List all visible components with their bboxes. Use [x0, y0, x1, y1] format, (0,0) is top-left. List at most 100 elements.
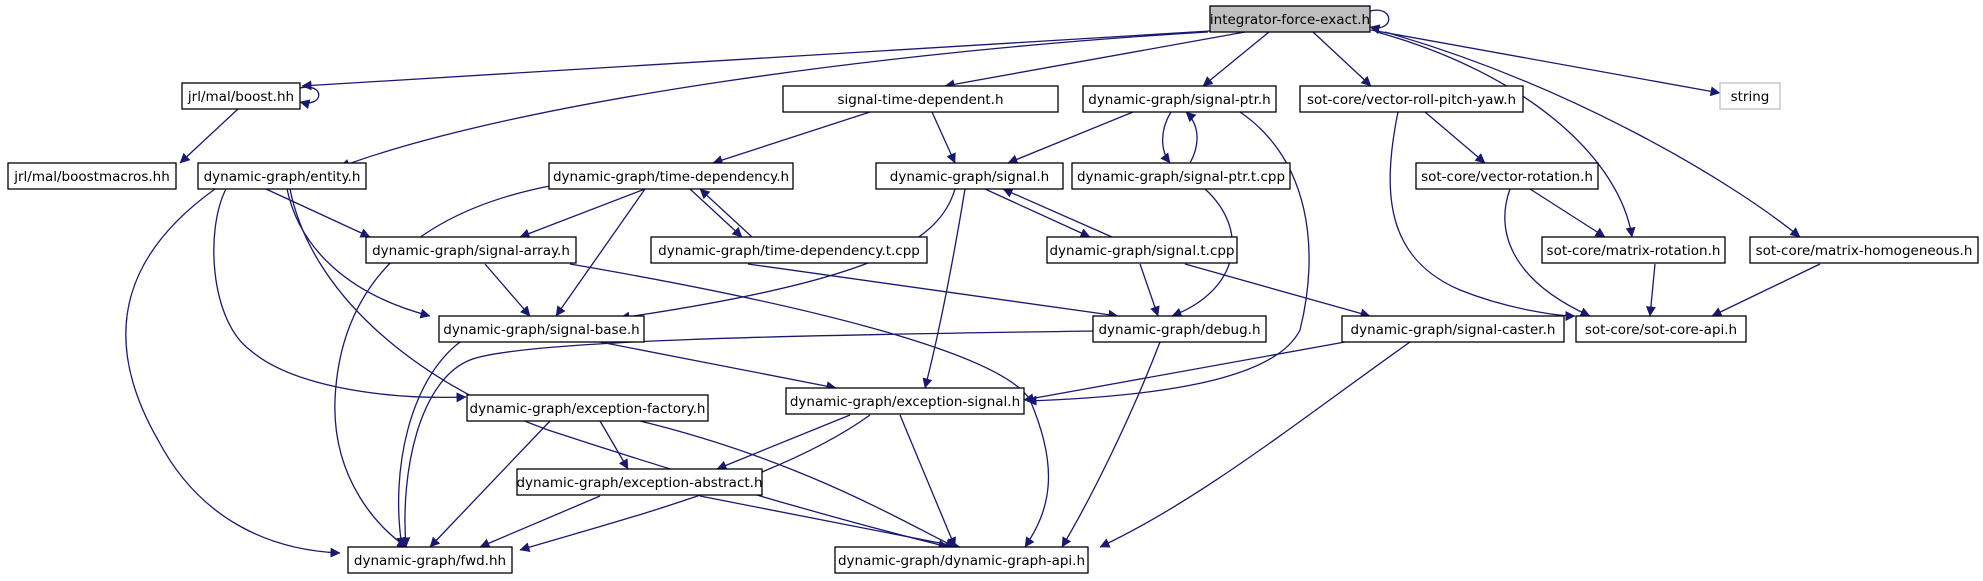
node-label: dynamic-graph/dynamic-graph-api.h	[838, 553, 1085, 569]
node-box	[1341, 315, 1565, 343]
node-box	[7, 162, 177, 190]
node-box	[1071, 162, 1291, 190]
node-box	[875, 162, 1064, 190]
node-api[interactable]: dynamic-graph/dynamic-graph-api.h	[834, 546, 1089, 574]
edge-vrot-sotapi	[1504, 188, 1591, 317]
header-nodes: integrator-force-exact.h jrl/mal/boost.hh…	[7, 5, 1979, 574]
edge-entity-sigarray	[265, 188, 371, 238]
edge-debug-api	[1061, 341, 1161, 548]
node-box	[1046, 236, 1238, 264]
edge-entity-api	[289, 188, 949, 550]
node-box	[181, 82, 301, 110]
edge-root-sigptr	[1202, 31, 1270, 87]
node-sigptr[interactable]: dynamic-graph/signal-ptr.h	[1082, 85, 1277, 113]
edge-root-std	[944, 31, 1246, 90]
node-label: dynamic-graph/signal-caster.h	[1351, 322, 1556, 338]
edge-excsignal-excabstract	[716, 414, 851, 471]
node-label: dynamic-graph/exception-abstract.h	[516, 475, 762, 491]
node-box	[1082, 85, 1277, 113]
edge-boost-self	[299, 86, 320, 110]
node-box	[466, 394, 709, 422]
node-fwd[interactable]: dynamic-graph/fwd.hh	[347, 546, 513, 574]
node-sigbase[interactable]: dynamic-graph/signal-base.h	[438, 315, 645, 343]
node-caster[interactable]: dynamic-graph/signal-caster.h	[1341, 315, 1565, 343]
edge-excfactory-api	[639, 420, 956, 548]
node-vrpy[interactable]: sot-core/vector-roll-pitch-yaw.h	[1299, 85, 1524, 113]
node-sotapi[interactable]: sot-core/sot-core-api.h	[1575, 315, 1747, 343]
node-label: dynamic-graph/signal.t.cpp	[1049, 243, 1234, 259]
edge-mhom-sotapi	[1711, 263, 1821, 317]
node-debug[interactable]: dynamic-graph/debug.h	[1092, 315, 1267, 343]
node-box	[1299, 85, 1524, 113]
edge-signal-signalt	[984, 188, 1091, 238]
node-label: dynamic-graph/signal-array.h	[372, 243, 570, 259]
node-timedept[interactable]: dynamic-graph/time-dependency.t.cpp	[650, 236, 928, 264]
edge-excfactory-excabstract	[599, 420, 629, 470]
edge-sigbase-excsignal	[599, 341, 837, 392]
edge-signalt-caster	[1184, 263, 1371, 319]
node-box	[548, 162, 794, 190]
node-label: integrator-force-exact.h	[1210, 12, 1370, 28]
node-label: dynamic-graph/exception-factory.h	[470, 401, 706, 417]
node-sigptrt[interactable]: dynamic-graph/signal-ptr.t.cpp	[1071, 162, 1291, 190]
node-mhom[interactable]: sot-core/matrix-homogeneous.h	[1749, 236, 1979, 264]
node-label: jrl/mal/boostmacros.hh	[13, 169, 170, 185]
node-sigarray[interactable]: dynamic-graph/signal-array.h	[365, 236, 577, 264]
edge-timedep-sigbase	[555, 188, 646, 317]
edge-timedep-sigarray	[519, 188, 646, 239]
node-box	[785, 387, 1025, 415]
node-boost[interactable]: jrl/mal/boost.hh	[181, 82, 301, 110]
node-box	[650, 236, 928, 264]
node-boostmacros[interactable]: jrl/mal/boostmacros.hh	[7, 162, 177, 190]
edge-excabstract-fwd	[479, 495, 601, 548]
node-excfactory[interactable]: dynamic-graph/exception-factory.h	[466, 394, 709, 422]
edge-sigarray-sigbase	[484, 263, 531, 317]
edge-root-self	[1369, 9, 1390, 35]
edge-excfactory-fwd	[429, 420, 551, 548]
edge-boost-boostmacros	[179, 108, 239, 164]
node-signal[interactable]: dynamic-graph/signal.h	[875, 162, 1064, 190]
node-box	[834, 546, 1089, 574]
node-label: dynamic-graph/entity.h	[204, 169, 361, 185]
edge-timedep-timedept	[689, 188, 743, 238]
dependency-edges	[125, 9, 1821, 558]
edge-entity-excfactory	[213, 188, 467, 403]
node-label: jrl/mal/boost.hh	[187, 89, 294, 105]
node-std[interactable]: signal-time-dependent.h	[782, 85, 1059, 113]
edge-root-mrot	[1376, 31, 1636, 238]
node-label: dynamic-graph/signal-ptr.t.cpp	[1077, 169, 1285, 185]
node-excabstract[interactable]: dynamic-graph/exception-abstract.h	[516, 468, 763, 496]
node-box	[1541, 236, 1726, 264]
edge-excabstract-api	[699, 495, 961, 551]
node-signalt[interactable]: dynamic-graph/signal.t.cpp	[1046, 236, 1238, 264]
node-box	[438, 315, 645, 343]
node-label: dynamic-graph/time-dependency.h	[553, 169, 789, 185]
node-entity[interactable]: dynamic-graph/entity.h	[197, 162, 367, 190]
node-label: dynamic-graph/signal.h	[890, 169, 1049, 185]
edge-root-boost	[301, 30, 1211, 91]
node-label: string	[1731, 89, 1770, 105]
node-vrot[interactable]: sot-core/vector-rotation.h	[1415, 162, 1599, 190]
node-label: sot-core/vector-rotation.h	[1421, 169, 1593, 185]
node-label: dynamic-graph/exception-signal.h	[790, 394, 1020, 410]
node-box	[1092, 315, 1267, 343]
edge-timedept-timedep	[699, 188, 753, 238]
node-label: dynamic-graph/signal-ptr.h	[1088, 92, 1270, 108]
node-label: dynamic-graph/debug.h	[1098, 322, 1260, 338]
edge-root-mhom	[1384, 31, 1801, 238]
edge-vrpy-sotapi	[1389, 111, 1576, 321]
node-timedep[interactable]: dynamic-graph/time-dependency.h	[548, 162, 794, 190]
node-excsignal[interactable]: dynamic-graph/exception-signal.h	[785, 387, 1025, 415]
node-box	[516, 468, 763, 496]
node-mrot[interactable]: sot-core/matrix-rotation.h	[1541, 236, 1726, 264]
node-string[interactable]: string	[1719, 82, 1781, 110]
node-root[interactable]: integrator-force-exact.h	[1209, 5, 1371, 33]
edge-sigarray-api	[569, 263, 1050, 548]
edge-sigptr-signal	[1007, 111, 1134, 165]
node-box	[1575, 315, 1747, 343]
edge-excsignal-api	[899, 414, 956, 548]
node-label: sot-core/sot-core-api.h	[1585, 322, 1737, 338]
edge-root-string	[1370, 29, 1721, 97]
edge-caster-excsignal	[1023, 341, 1346, 404]
edge-vrpy-vrot	[1424, 111, 1486, 164]
